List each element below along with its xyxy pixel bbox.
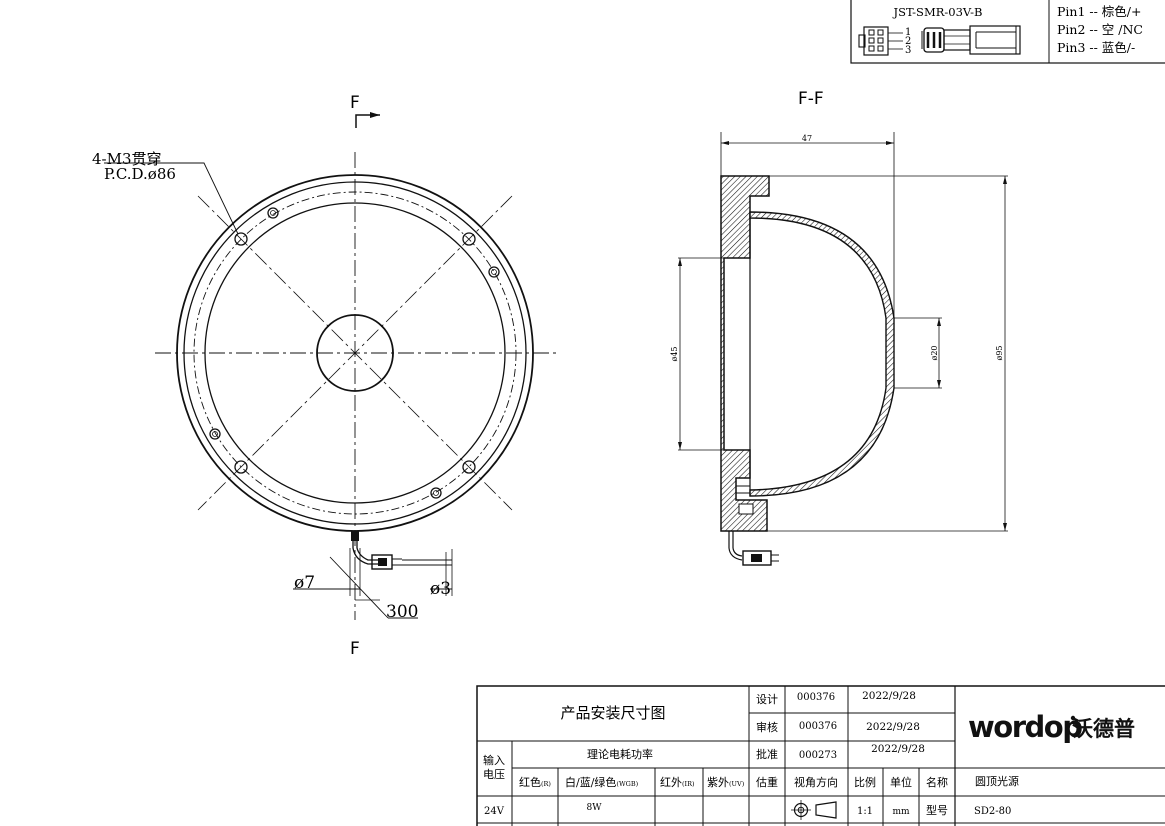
mounting-hole [462,460,476,474]
uv-label: 紫外(UV) [707,776,745,789]
screw-hole [267,207,279,219]
brand-logo: wordop 沃德普 [968,710,1135,744]
section-cable [728,531,779,566]
cable [351,531,453,596]
product-name: 圆顶光源 [975,774,1019,788]
red-label: 红色(R) [519,775,551,789]
hole-note-line-1: 4-M3贯穿 [92,150,162,168]
front-view: F F 4-M3贯穿 P.C. [92,93,558,659]
section-view: F-F 47 ø45 ø20 ø95 [670,89,1008,566]
outer-ring-inner-edge [183,181,527,525]
cable-gland [351,531,359,541]
mounting-hole [234,460,248,474]
review-number: 000376 [799,721,837,732]
mounting-hole [462,232,476,246]
ir-label: 红外(IR) [660,776,695,789]
approve-date: 2022/9/28 [871,743,925,755]
pcd-circle [193,191,517,515]
cable-diameter-label: ø7 [294,573,315,593]
review-date: 2022/9/28 [866,721,920,733]
title-block-frame [476,685,1165,826]
plug-diameter-label: ø3 [430,579,451,599]
pin1-description: Pin1 -- 棕色/+ [1057,4,1142,19]
weight-label: 估重 [756,775,778,789]
cable-length-leader [329,556,389,619]
pin2-description: Pin2 -- 空 /NC [1057,22,1143,37]
name-label: 名称 [926,775,948,789]
screw-hole [209,428,221,440]
pin-number-2: 2 [905,36,911,47]
section-arrow-top [370,112,380,118]
bore-dimension-label: ø45 [670,347,679,362]
rgb-power-value: 8W [587,803,603,813]
approve-label: 批准 [756,747,778,761]
view-direction-label: 视角方向 [794,775,838,789]
input-voltage-label-1: 输入 [483,753,505,767]
cable-plug [371,554,393,570]
mounting-holes [209,207,500,499]
drawing-title: 产品安装尺寸图 [560,704,665,722]
pin-number-3: 3 [905,45,911,56]
section-line-top [355,114,380,128]
scale-value: 1:1 [857,806,873,817]
screw-hole [488,266,500,278]
pin-number-1: 1 [905,27,911,38]
scale-label: 比例 [854,775,876,789]
unit-label: 单位 [890,775,912,789]
design-number: 000376 [797,692,835,703]
section-mark-bottom: F [350,639,360,659]
connector-plug-icon [921,25,1021,55]
cable-entry [738,503,754,515]
brand-logo-chinese: 沃德普 [1072,717,1135,741]
mounting-hole [234,232,248,246]
top-hole-dimension-label: ø20 [930,346,939,361]
approve-number: 000273 [799,750,837,761]
pin3-description: Pin3 -- 蓝色/- [1057,40,1135,55]
cable-length-label: 300 [386,602,418,622]
brand-logo-latin: wordop [968,710,1082,744]
voltage-value: 24V [484,806,505,817]
dome-shell-section [749,211,895,497]
section-mark-top: F [350,93,360,113]
width-dimension-label: 47 [802,134,812,143]
power-label: 理论电耗功率 [587,747,653,761]
input-voltage-label-2: 电压 [483,768,505,781]
inner-ring [204,202,506,504]
design-label: 设计 [756,693,778,706]
review-label: 审核 [756,720,778,734]
unit-value: mm [892,807,910,817]
model-value: SD2-80 [974,806,1011,817]
diagonal-centerline-2 [197,195,513,511]
base-plate-section [720,175,770,532]
connector-info-box: JST-SMR-03V-B 1 2 3 [850,0,1165,64]
title-block: 产品安装尺寸图 设计 000376 2022/9/28 审核 000376 20… [476,685,1165,826]
center-hole [316,314,394,392]
screw-hole [430,487,442,499]
connector-part-number: JST-SMR-03V-B [893,5,983,19]
hole-note-line-2: P.C.D.ø86 [104,165,176,183]
model-label: 型号 [926,803,948,817]
hole-note-leader [104,162,239,235]
connector-socket-icon [858,26,903,56]
section-view-title: F-F [798,89,824,109]
projection-symbol-icon [791,800,837,820]
rgb-label: 白/蓝/绿色(WGB) [565,775,639,789]
connector-box-frame [850,0,1165,64]
design-date: 2022/9/28 [862,690,916,702]
outer-dimension-label: ø95 [995,346,1004,361]
